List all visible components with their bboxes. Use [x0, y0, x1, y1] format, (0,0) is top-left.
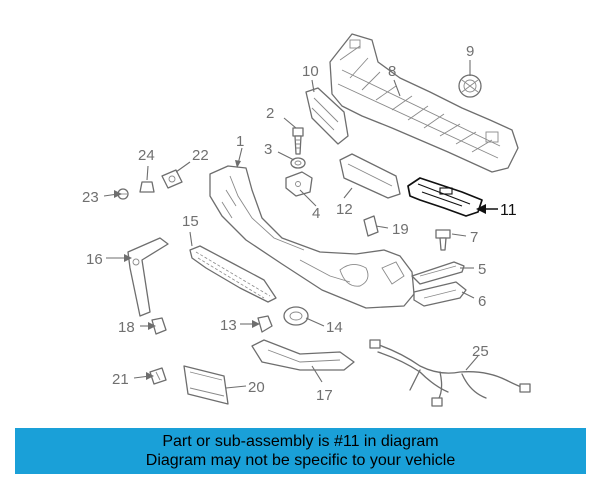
callout-4: 4	[312, 205, 320, 222]
part-7-bolt	[435, 229, 451, 251]
callout-21: 21	[112, 371, 129, 388]
callout-15: 15	[182, 213, 199, 230]
callout-23: 23	[82, 189, 99, 206]
part-17-deflector	[251, 339, 355, 371]
callout-10: 10	[302, 63, 319, 80]
caption-line-part: Part or sub-assembly is #11 in diagram	[162, 433, 439, 450]
callout-14: 14	[326, 319, 343, 336]
leader-lines	[103, 60, 498, 389]
part-11-highlighted	[407, 177, 483, 217]
callout-2: 2	[266, 105, 274, 122]
part-20-plate-bracket	[183, 365, 229, 405]
part-25-harness	[369, 339, 531, 407]
part-9-grommet	[458, 74, 482, 98]
callout-24: 24	[138, 147, 155, 164]
part-14-bezel	[283, 306, 309, 326]
parts-diagram: 1 2 3 4 5 6 7 8 9 10 12 13 14 15 16 17 1…	[82, 33, 531, 407]
callout-3: 3	[264, 141, 272, 158]
caption-banner: Part or sub-assembly is #11 in diagram D…	[15, 428, 586, 474]
callout-8: 8	[388, 63, 396, 80]
part-6-bracket	[413, 281, 467, 307]
part-24-clip	[139, 181, 155, 193]
part-1-bumper-cover	[209, 165, 415, 309]
part-12-bracket	[339, 153, 401, 199]
part-19-clip	[363, 215, 379, 237]
callout-25: 25	[472, 343, 489, 360]
part-21-bolt	[149, 367, 167, 385]
part-13-plug	[257, 315, 273, 333]
callout-1: 1	[236, 133, 244, 150]
part-3-nut	[290, 157, 306, 169]
part-15-grille	[189, 245, 277, 303]
callout-6: 6	[478, 293, 486, 310]
part-22-socket	[161, 169, 183, 189]
callout-7: 7	[470, 229, 478, 246]
part-8-reinforcement	[329, 33, 519, 173]
part-2-bolt	[292, 127, 304, 155]
callout-22: 22	[192, 147, 209, 164]
callout-11-highlighted: 11	[500, 202, 517, 219]
callout-12: 12	[336, 201, 353, 218]
callout-17: 17	[316, 387, 333, 404]
caption-line-disclaimer: Diagram may not be specific to your vehi…	[145, 452, 456, 469]
part-4-bracket	[285, 171, 313, 197]
callout-5: 5	[478, 261, 486, 278]
part-16-bracket	[127, 237, 169, 317]
callout-16: 16	[86, 251, 103, 268]
callout-13: 13	[220, 317, 237, 334]
part-18-clip	[151, 317, 167, 335]
callout-9: 9	[466, 43, 474, 60]
callout-20: 20	[248, 379, 265, 396]
part-10-absorber	[305, 87, 349, 145]
callout-18: 18	[118, 319, 135, 336]
callout-19: 19	[392, 221, 409, 238]
part-5-strip	[411, 261, 465, 285]
